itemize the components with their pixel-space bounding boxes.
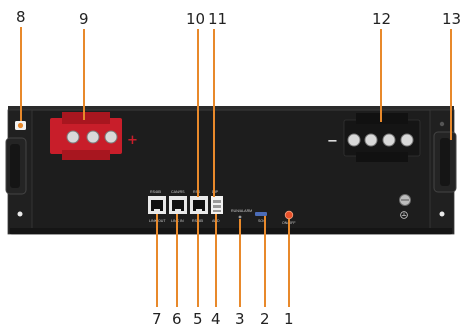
negative-terminal [343,113,421,162]
callout-numbers: 8 9 10 11 12 13 7 6 5 4 3 2 1 [16,8,461,328]
terminal-bolt [347,133,361,147]
callout-12: 12 [372,10,391,28]
port-top-label: CAN/RS [171,190,185,194]
leader-lines [20,27,452,307]
link-in-port[interactable] [169,196,187,214]
terminal-bolt [104,130,118,144]
port-top-label: DIP [212,190,219,194]
port-top-label: RS4 [193,190,200,194]
terminal-bolt [364,133,378,147]
positive-terminal [50,112,122,160]
callout-9: 9 [79,10,89,28]
terminal-bolt [400,133,414,147]
left-handle[interactable] [5,137,27,195]
rs485-port[interactable] [190,196,208,214]
run-alarm-indicator: RUN/ALARM [231,209,252,219]
terminal-bolt [86,130,100,144]
callout-6: 6 [172,310,182,328]
callout-10: 10 [186,10,205,28]
run-alarm-label: RUN/ALARM [231,209,252,213]
grounding-screw [399,194,411,219]
callout-1: 1 [284,310,294,328]
callout-2: 2 [260,310,270,328]
ground-symbol-icon [400,211,408,219]
callout-11: 11 [208,10,227,28]
terminal-bolt [382,133,396,147]
right-handle[interactable] [433,131,457,193]
port-top-label: RS485 [150,190,161,194]
callout-5: 5 [193,310,203,328]
soc-indicator: SOC [255,212,267,223]
link-out-port[interactable] [148,196,166,214]
ground-point [15,121,26,130]
callout-3: 3 [235,310,245,328]
callout-4: 4 [211,310,221,328]
callout-8: 8 [16,8,26,26]
callout-7: 7 [152,310,162,328]
callout-13: 13 [442,10,461,28]
dip-switch[interactable] [211,196,223,214]
terminal-bolt [66,130,80,144]
soc-label: SOC [258,219,266,223]
plus-sign: + [127,133,138,148]
minus-sign: − [327,134,338,149]
